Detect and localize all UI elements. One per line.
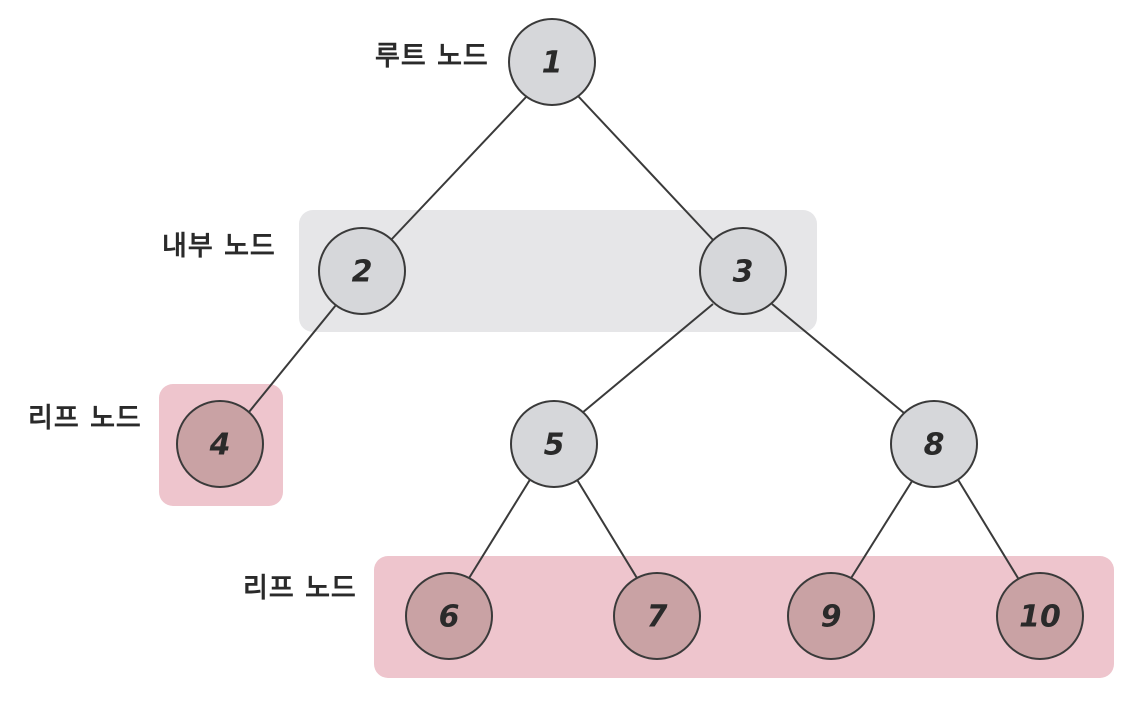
- edge-5-6: [465, 477, 532, 584]
- node-10: [996, 572, 1084, 660]
- node-4: [176, 400, 264, 488]
- node-7: [613, 572, 701, 660]
- edge-8-10: [956, 477, 1022, 584]
- edge-1-2: [389, 95, 528, 242]
- leaf-node-label-bottom: 리프 노드: [243, 573, 357, 604]
- node-3: [699, 227, 787, 315]
- edge-3-5: [581, 303, 714, 414]
- node-6-label: 6: [439, 600, 460, 635]
- node-7-label: 7: [647, 600, 668, 635]
- node-10-label: 10: [1019, 600, 1061, 635]
- internal-node-label: 내부 노드: [162, 231, 276, 262]
- edge-8-9: [847, 477, 915, 584]
- node-5-label: 5: [544, 428, 565, 463]
- edge-2-4: [248, 304, 337, 413]
- node-9-label: 9: [821, 600, 842, 635]
- edge-1-3: [577, 95, 715, 242]
- node-6: [405, 572, 493, 660]
- internal-node-highlight: [299, 210, 817, 332]
- node-8-label: 8: [924, 428, 945, 463]
- node-8: [890, 400, 978, 488]
- tree-edges: [248, 95, 1022, 584]
- node-9: [787, 572, 875, 660]
- node-3-label: 3: [733, 255, 754, 290]
- node-1-label: 1: [542, 46, 563, 81]
- root-node-label: 루트 노드: [375, 41, 489, 72]
- leaf-node-highlight-bottom: [374, 556, 1114, 678]
- edge-3-8: [771, 303, 905, 414]
- node-1: [508, 18, 596, 106]
- node-4-label: 4: [209, 428, 231, 463]
- node-2-label: 2: [352, 255, 373, 290]
- leaf-node-label-left: 리프 노드: [28, 403, 142, 434]
- node-2: [318, 227, 406, 315]
- edge-5-7: [575, 477, 641, 584]
- node-5: [510, 400, 598, 488]
